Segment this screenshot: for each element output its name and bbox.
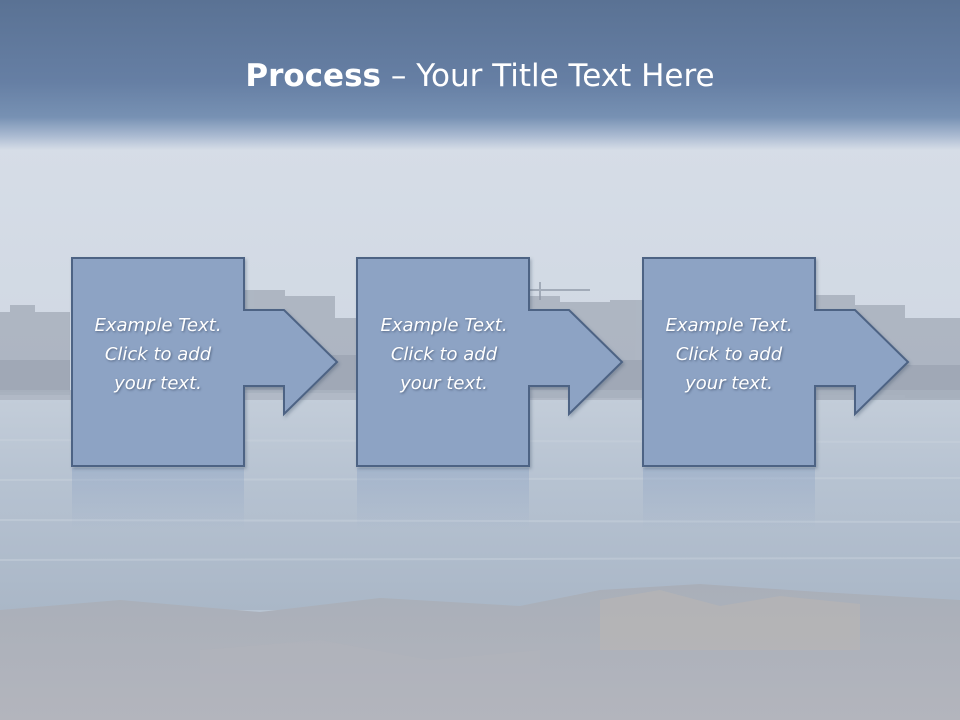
reflections xyxy=(72,468,815,530)
process-step-1-text[interactable]: Example Text. Click to add your text. xyxy=(94,314,222,394)
process-step-2-text[interactable]: Example Text. Click to add your text. xyxy=(380,314,508,394)
title-rest: – Your Title Text Here xyxy=(381,58,715,94)
process-step-3-shape[interactable] xyxy=(642,257,910,467)
title-band xyxy=(0,0,960,150)
process-step-3-text[interactable]: Example Text. Click to add your text. xyxy=(665,314,793,394)
title-bold: Process xyxy=(245,58,381,94)
process-step-2-shape[interactable] xyxy=(356,257,624,467)
crane xyxy=(530,282,590,300)
process-step-1-shape[interactable] xyxy=(71,257,339,467)
page-title[interactable]: Process – Your Title Text Here xyxy=(0,52,960,100)
